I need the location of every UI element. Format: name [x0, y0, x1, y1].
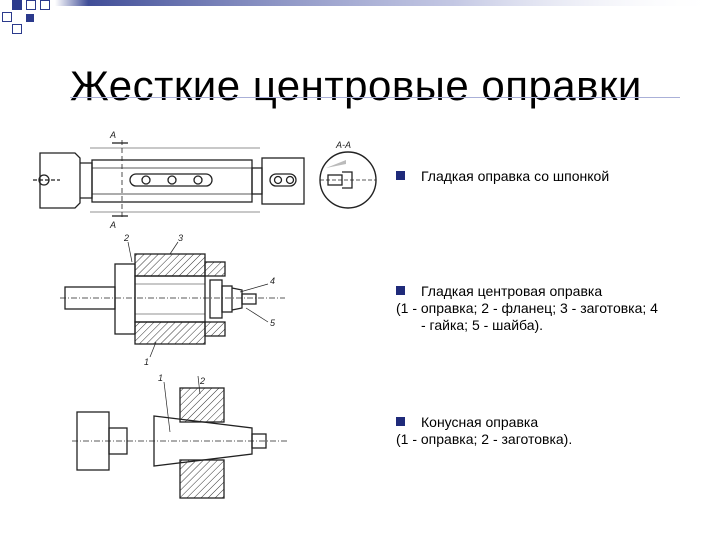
bullet-text: Конусная оправка — [421, 414, 539, 430]
deco-square — [12, 24, 22, 34]
label-2: 2 — [123, 233, 129, 243]
figure-conical-mandrel: 1 2 — [72, 373, 287, 499]
bullet-text: Гладкая центровая оправка — [421, 283, 603, 299]
label-section-a-top: A — [109, 130, 116, 140]
bullet-text-line: - гайка; 5 - шайба). — [421, 317, 544, 333]
bullet-item-conical: Конусная оправка (1 - оправка; 2 - загот… — [396, 414, 572, 448]
label-1: 1 — [158, 373, 163, 383]
figure-smooth-center-mandrel: 2 3 4 5 1 — [60, 233, 285, 367]
label-5: 5 — [270, 318, 276, 328]
bullet-item-smooth-center: Гладкая центровая оправка (1 - оправка; … — [396, 283, 658, 334]
label-2: 2 — [199, 376, 205, 386]
top-gradient-bar — [55, 0, 720, 6]
deco-square — [26, 14, 34, 22]
bullet-text-line: (1 - оправка; 2 - заготовка). — [396, 431, 573, 447]
deco-square — [40, 0, 50, 10]
deco-square — [12, 0, 22, 10]
bullet-text-line: (1 - оправка; 2 - фланец; 3 - заготовка;… — [396, 300, 658, 316]
deco-square — [2, 12, 12, 22]
bullet-item-smooth-key: Гладкая оправка со шпонкой — [396, 168, 609, 185]
title-underline — [70, 97, 680, 98]
figure-smooth-key-mandrel: A A A-A — [33, 130, 377, 230]
bullet-marker — [396, 171, 405, 180]
label-section-title: A-A — [335, 140, 351, 150]
label-3: 3 — [178, 233, 183, 243]
bullet-text: Гладкая оправка со шпонкой — [421, 168, 610, 184]
label-section-a-bottom: A — [109, 220, 116, 230]
label-1: 1 — [144, 357, 149, 367]
bullet-marker — [396, 286, 405, 295]
bullet-marker — [396, 417, 405, 426]
deco-square — [26, 0, 36, 10]
label-4: 4 — [270, 276, 275, 286]
page-title: Жесткие центровые оправки — [70, 62, 642, 110]
